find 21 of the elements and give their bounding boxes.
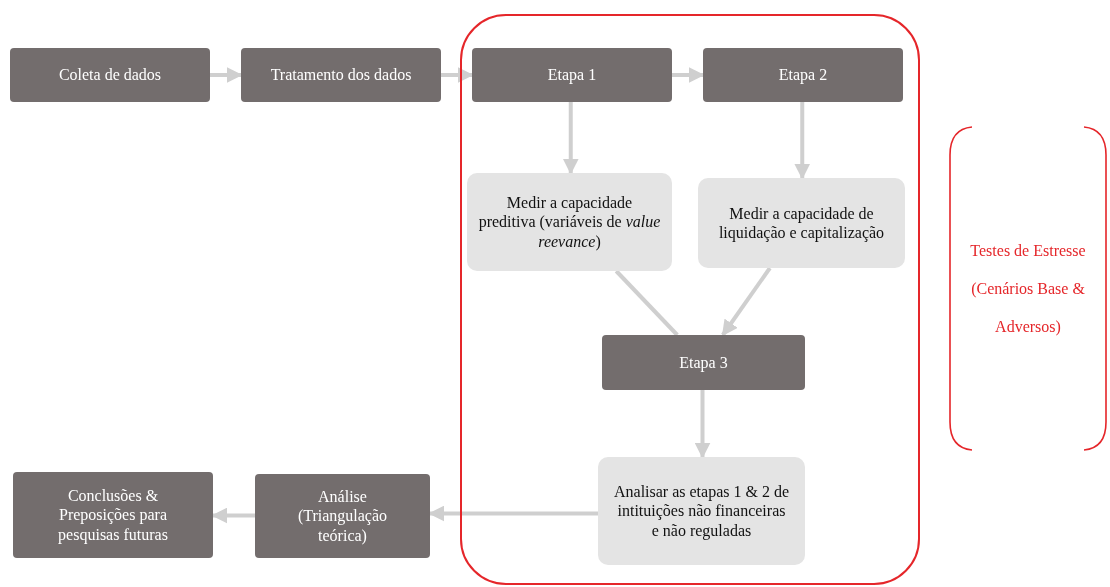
bracket-note: Testes de Estresse (Cenários Base & Adversos) (969, 240, 1087, 338)
step-box: Analisar as etapas 1 & 2 de intituições não financeiras e não reguladas (598, 457, 805, 565)
group-frame (460, 14, 920, 585)
arrow (210, 67, 243, 83)
process-box: Etapa 1 (472, 48, 672, 102)
process-box: Etapa 2 (703, 48, 903, 102)
step-box: Medir a capacidade de liquidação e capitalização (698, 178, 905, 268)
process-box: Etapa 3 (602, 335, 805, 390)
process-box: Conclusões & Preposições para pesquisas futuras (13, 472, 213, 558)
step-box: Medir a capacidade preditiva (variáveis de value reevance) (467, 173, 672, 271)
arrow (694, 390, 711, 459)
arrow (211, 507, 255, 524)
arrow (672, 67, 705, 83)
arrow (794, 102, 811, 180)
arrow (562, 102, 579, 175)
process-box: Coleta de dados (10, 48, 210, 102)
process-box: Análise (Triangulação teórica) (255, 474, 430, 558)
arrow (428, 505, 598, 522)
arrow (441, 67, 474, 83)
process-box: Tratamento dos dados (241, 48, 441, 102)
arrow (721, 266, 772, 337)
